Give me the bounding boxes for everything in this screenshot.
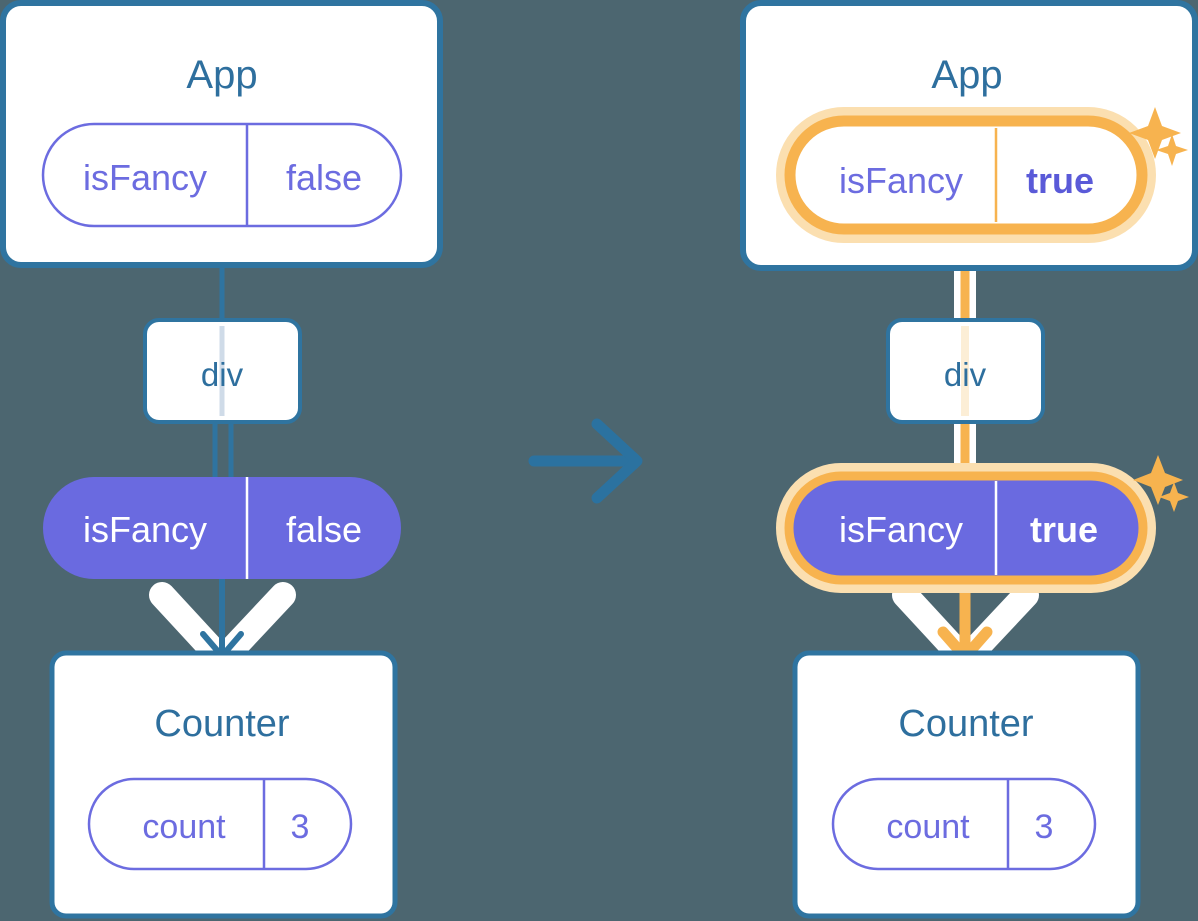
before-div-label: div <box>201 356 244 393</box>
before-counter-pill-value: 3 <box>291 808 310 846</box>
before-prop-pill-name: isFancy <box>83 509 207 550</box>
before-counter-title: Counter <box>154 703 290 745</box>
after-app-title: App <box>931 53 1002 97</box>
after-counter-pill-name: count <box>886 808 970 846</box>
after-prop-pill <box>776 463 1156 593</box>
after-div-node <box>886 318 1045 424</box>
after-counter-pill-value: 3 <box>1035 808 1054 846</box>
before-app-pill-value: false <box>286 157 362 198</box>
before-app-title: App <box>186 53 257 97</box>
before-app-pill-name: isFancy <box>83 157 207 198</box>
before-prop-pill <box>43 477 401 579</box>
after-counter-title: Counter <box>898 703 1034 745</box>
after-prop-pill-name: isFancy <box>839 509 963 550</box>
before-div-node <box>143 318 302 424</box>
before-prop-pill-value: false <box>286 509 362 550</box>
after-app-pill-name: isFancy <box>839 160 963 201</box>
after-prop-pill-value: true <box>1030 509 1098 550</box>
before-render-fan-arrows <box>149 582 296 673</box>
after-prop-sparkle-icon <box>1133 455 1189 512</box>
before-app-state-pill <box>41 122 403 228</box>
before-counter-pill-name: count <box>142 808 226 846</box>
after-app-sparkle-icon <box>1129 107 1188 166</box>
after-app-pill-value: true <box>1026 160 1094 201</box>
after-counter-state-pill <box>831 777 1097 871</box>
before-counter-state-pill <box>87 777 353 871</box>
after-app-state-pill <box>776 107 1156 243</box>
after-div-label: div <box>944 356 987 393</box>
transition-arrow-right-icon <box>528 418 643 504</box>
